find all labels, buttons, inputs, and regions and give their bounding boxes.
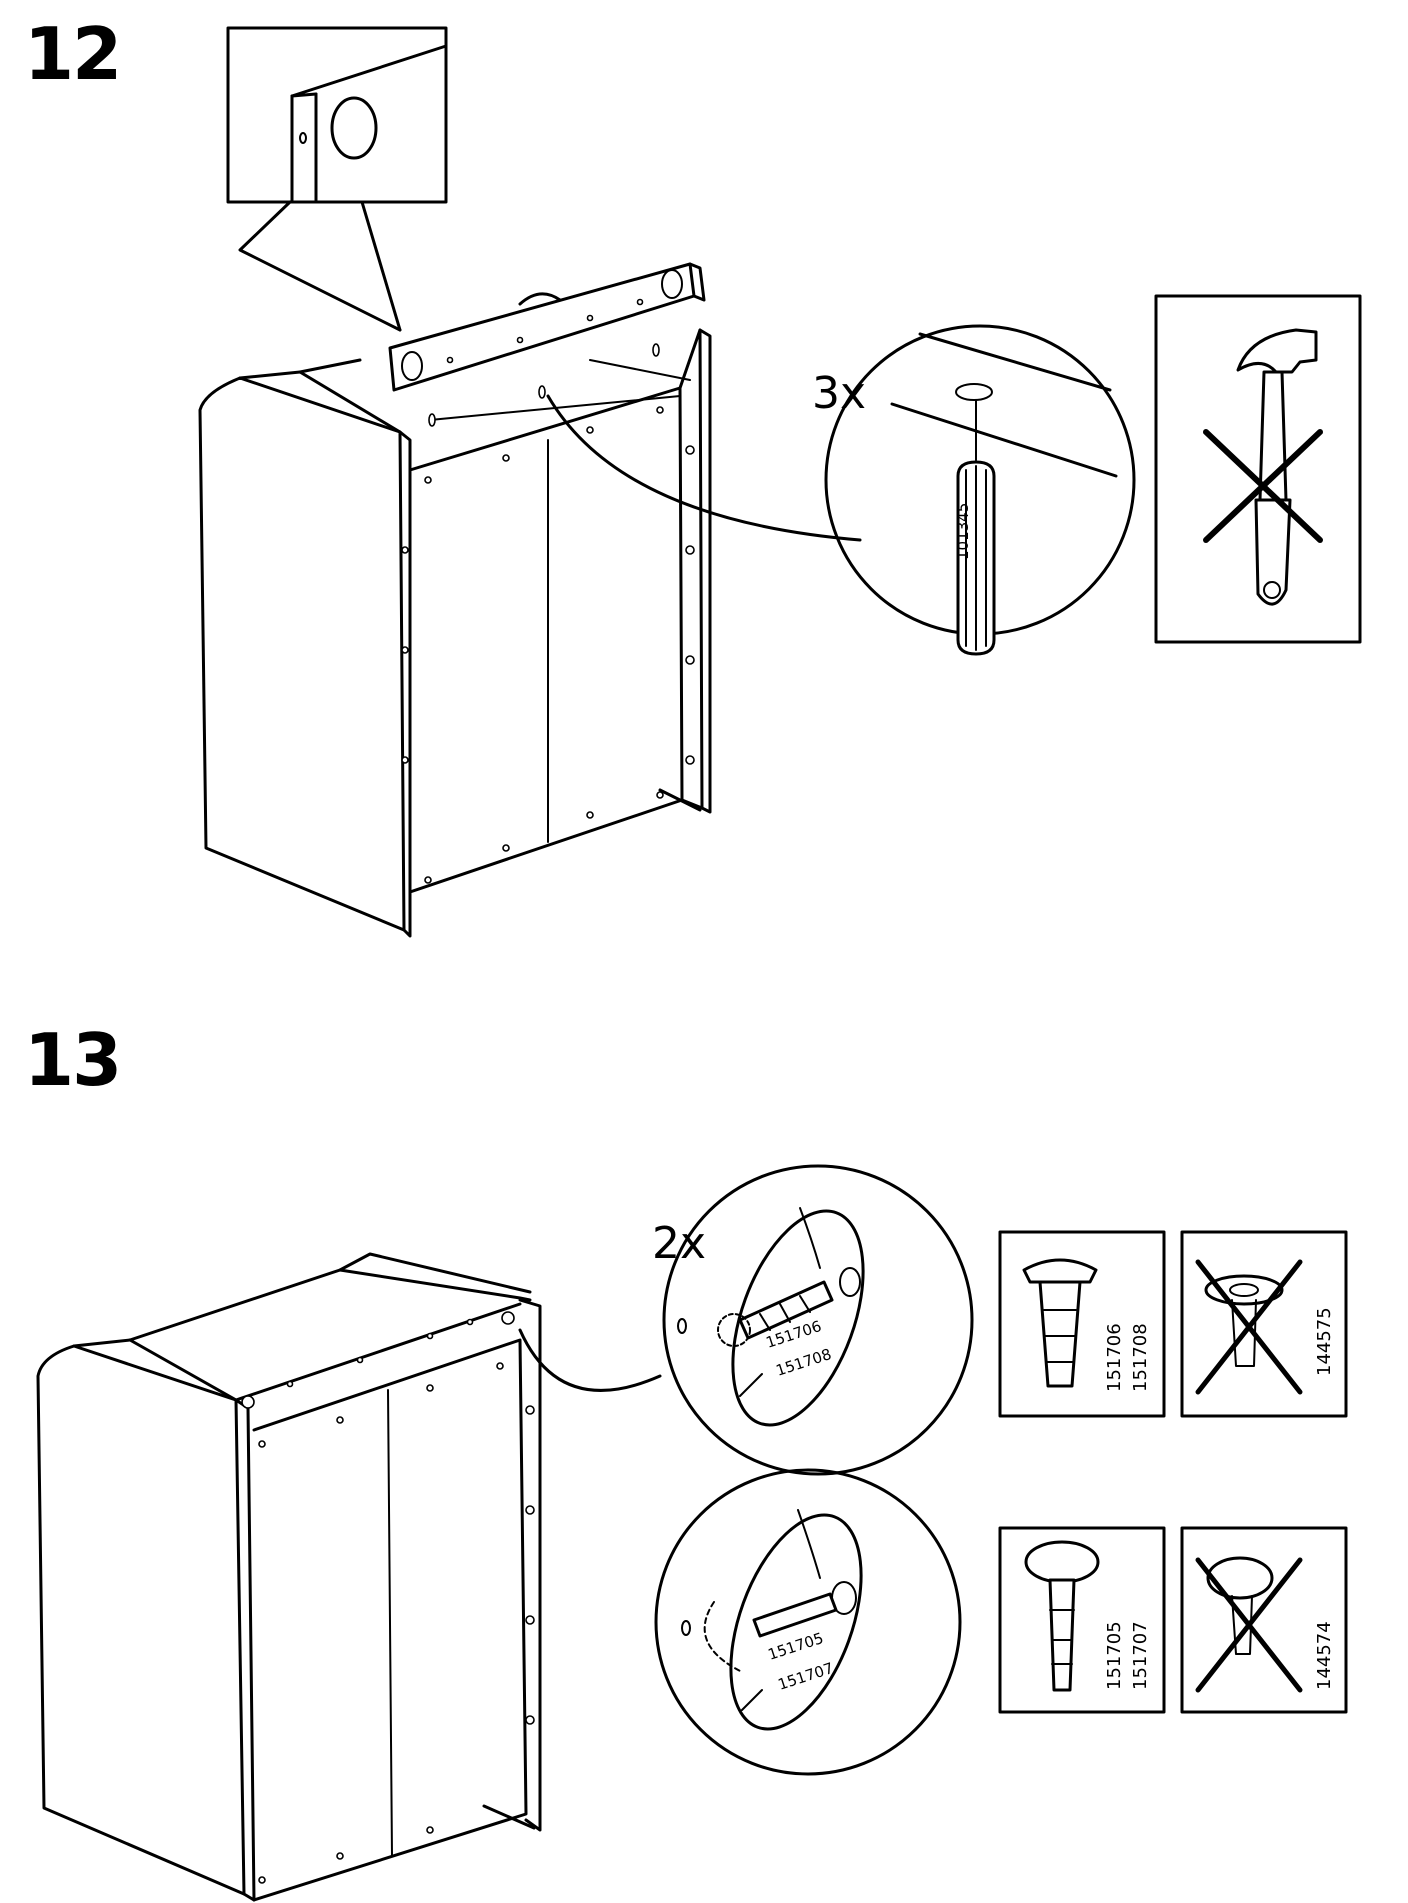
cam-plug-part-label-2: 151707 [1130, 1621, 1151, 1690]
step12-detail-box [226, 26, 448, 332]
wrong-cam-part-label: 144575 [1314, 1307, 1335, 1376]
step12-callout-arrow [546, 394, 862, 542]
dowel-icon [956, 460, 996, 656]
cam-screw-part-label-1: 151706 [1104, 1323, 1125, 1392]
step13-cam-screw-callout: 151706 151708 2x [652, 1164, 974, 1476]
dowel-part-label: 101345 [954, 503, 972, 560]
step13-cabinet [36, 1252, 542, 1902]
step-number-13: 13 [24, 1018, 122, 1102]
cam-plug-label-1: 151705 [766, 1629, 826, 1664]
cam-plug-part-label-1: 151705 [1104, 1621, 1125, 1690]
step13-callout-arrow [518, 1328, 662, 1392]
cam-plug-label-2: 151707 [776, 1659, 836, 1694]
cam-screw-part-label-2: 151708 [1130, 1323, 1151, 1392]
step13-quantity: 2x [652, 1218, 706, 1269]
no-hammer-box [1154, 294, 1362, 644]
step12-quantity: 3x [812, 368, 866, 419]
cam-screw-label-2: 151708 [774, 1345, 834, 1380]
prohibited-cross-icon [1203, 429, 1323, 543]
step12-dowel-callout: 101345 3x [812, 324, 1136, 656]
step12-top-rail [388, 262, 706, 392]
step-number-12: 12 [24, 12, 122, 96]
step13-plug-callout: 151705 151707 [654, 1468, 962, 1776]
cam-plug-icon [752, 1592, 838, 1638]
cam-screw-icon [717, 1280, 834, 1347]
wrong-plug-box: 144574 [1180, 1526, 1348, 1714]
correct-plug-box: 151705 151707 [998, 1526, 1166, 1714]
correct-cam-screw-box: 151706 151708 [998, 1230, 1166, 1418]
wrong-plug-part-label: 144574 [1314, 1621, 1335, 1690]
step12-cabinet [198, 328, 712, 938]
wrong-cam-screw-box: 144575 [1180, 1230, 1348, 1418]
hammer-icon [1236, 328, 1318, 606]
